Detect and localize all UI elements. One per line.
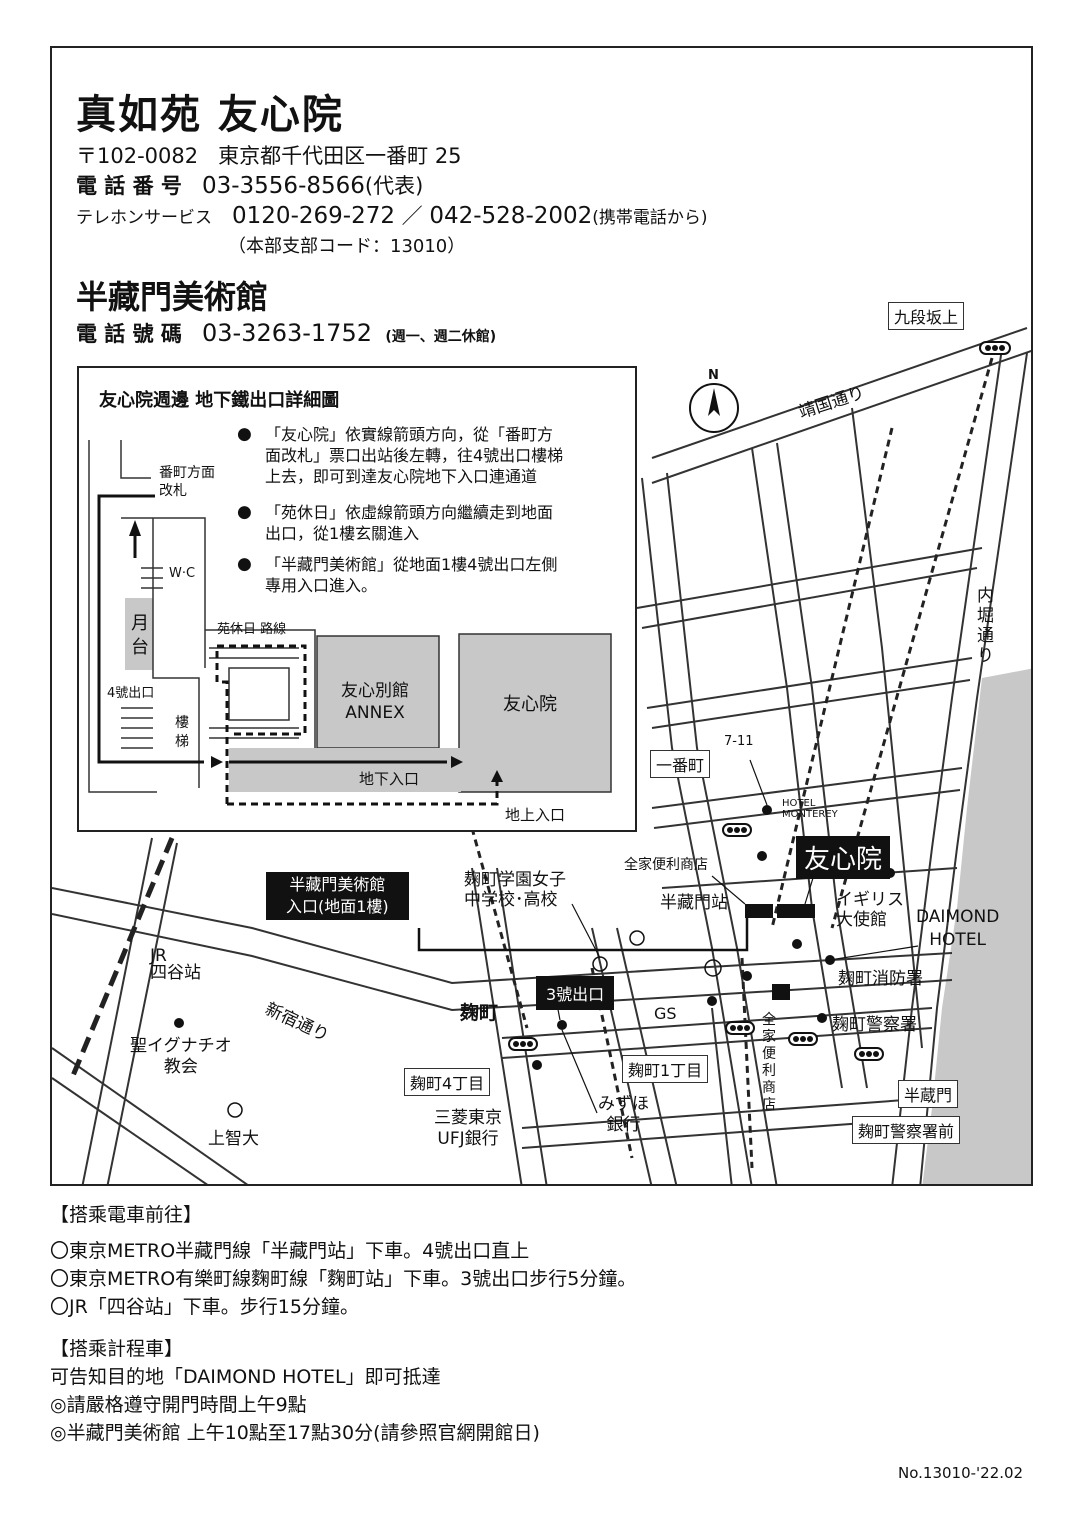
road-uchibori — [891, 347, 1003, 1184]
phone-number: 03-3556-8566 — [201, 173, 365, 199]
inset-label-gate: 番町方面改札 — [159, 465, 215, 499]
tel-service-label: テレホンサービス — [76, 208, 212, 228]
place-kojimachi-station: 麹町 — [460, 1002, 499, 1024]
place-hanzomon-station: 半藏門站 — [660, 893, 728, 913]
inset-title: 友心院週邊 地下鐵出口詳細圖 — [99, 390, 340, 411]
station-label-kudanshita: 九段坂上 — [888, 302, 965, 330]
museum-route — [417, 906, 749, 952]
place-family-mart-2: 全家 便利 商店 — [762, 1012, 776, 1113]
place-uk-embassy: イギリス大使館 — [836, 890, 904, 930]
road-shinjuku — [52, 887, 953, 985]
street-map — [52, 327, 1031, 1184]
place-fire-station: 麹町消防署 — [838, 969, 923, 989]
inset-diagram — [88, 440, 612, 806]
road-yasukuni — [651, 327, 1028, 459]
postal-code: 〒102-0082 — [76, 144, 199, 168]
imperial-moat — [922, 668, 1031, 1184]
museum-phone: 03-3263-1752 — [201, 319, 372, 347]
place-7-11: 7-11 — [724, 734, 754, 749]
train-line-2: 〇東京METRO有樂町線麴町線「麴町站」下車。3號出口步行5分鐘。 — [50, 1268, 637, 1290]
tel-service-row: テレホンサービス 0120-269-272 ／ 042-528-2002(携帯電… — [76, 200, 708, 230]
place-museum-entrance: 半藏門美術館入口(地面1樓) — [266, 872, 409, 920]
tel-service-2: 042-528-2002 — [429, 203, 593, 229]
museum-phone-label: 電 話 號 碼 — [76, 322, 182, 346]
train-line-3: 〇JR「四谷站」下車。步行15分鐘。 — [50, 1296, 359, 1318]
place-ignatius-church: 聖イグナチオ教会 — [130, 1036, 232, 1077]
address: 東京都千代田区一番町 25 — [218, 144, 462, 168]
road-uchibori-2 — [919, 352, 1028, 1184]
road-label-uchibori: 内堀通り — [977, 586, 994, 666]
phone-label: 電 話 番 号 — [76, 174, 182, 198]
tel-service-note: (携帯電話から) — [592, 208, 708, 228]
inset-label-underground-entrance: 地下入口 — [359, 770, 420, 788]
subway-exit-detail-inset: 友心院週邊 地下鐵出口詳細圖 「友心院」依實線箭頭方向，從「番町方面改札」票口出… — [77, 366, 637, 832]
inset-bullet-1: 「友心院」依實線箭頭方向，從「番町方面改札」票口出站後左轉，往4號出口樓梯上去，… — [237, 424, 563, 487]
train-title: 【搭乘電車前往】 — [50, 1204, 203, 1226]
taxi-title: 【搭乘計程車】 — [50, 1338, 184, 1360]
museum-phone-row: 電 話 號 碼 03-3263-1752 (週一、週二休館) — [76, 318, 496, 348]
museum-title: 半藏門美術館 — [76, 278, 269, 316]
inset-label-exit4: 4號出口 — [107, 682, 155, 701]
place-gas-station: GS — [654, 1004, 677, 1023]
place-police-station: 麹町警察署 — [832, 1015, 917, 1035]
inset-label-ground-entrance: 地上入口 — [505, 806, 566, 824]
tel-service-1: 0120-269-272 — [232, 203, 395, 229]
inset-label-wc: W·C — [169, 566, 196, 581]
station-label-hanzomon: 半蔵門 — [898, 1080, 959, 1108]
train-line-1: 〇東京METRO半藏門線「半藏門站」下車。4號出口直上 — [50, 1240, 530, 1262]
place-family-mart-1: 全家便利商店 — [624, 857, 708, 873]
place-yushinin: 友心院 — [796, 836, 891, 879]
inset-label-platform: 月台 — [131, 613, 149, 658]
station-label-ichibancho: 一番町 — [650, 750, 711, 778]
place-sophia-univ: 上智大 — [208, 1129, 259, 1149]
station-label-police-mae: 麹町警察署前 — [852, 1116, 961, 1144]
taxi-line-3: ◎半藏門美術館 上午10點至17點30分(請參照官網開館日) — [50, 1422, 540, 1444]
phone-row: 電 話 番 号 03-3556-8566(代表) — [76, 170, 423, 200]
place-school: 麹町学園女子中学校･高校 — [464, 870, 566, 910]
inset-label-holiday-route: 苑休日 路線 — [217, 622, 287, 637]
museum-phone-note: (週一、週二休館) — [385, 329, 497, 345]
address-row: 〒102-0082 東京都千代田区一番町 25 — [76, 140, 462, 170]
place-mizuho-bank: みずほ銀行 — [598, 1094, 649, 1135]
north-compass — [689, 383, 739, 433]
station-label-kojimachi4: 麹町4丁目 — [404, 1068, 491, 1096]
road-yasukuni-2 — [651, 349, 1031, 484]
jr-railway — [69, 837, 175, 1079]
document-number: No.13010-'22.02 — [898, 1464, 1024, 1482]
map-frame: N 靖国通り 内堀通り 新宿通り 九段坂上 一番町 麹町4丁目 麹町1丁目 半蔵… — [50, 46, 1033, 1186]
taxi-line-1: 可告知目的地「DAIMOND HOTEL」即可抵達 — [50, 1366, 441, 1388]
branch-code: （本部支部コード：13010） — [228, 236, 466, 257]
place-exit-3: 3號出口 — [536, 976, 615, 1010]
tel-service-sep: ／ — [401, 204, 423, 228]
page-title: 真如苑 友心院 — [76, 92, 344, 138]
phone-note: (代表) — [364, 174, 424, 198]
station-label-kojimachi1: 麹町1丁目 — [622, 1055, 709, 1083]
inset-label-yushinin: 友心院 — [503, 694, 557, 715]
compass-label: N — [708, 368, 719, 383]
inset-label-stairs: 樓梯 — [175, 715, 189, 750]
taxi-line-2: ◎請嚴格遵守開門時間上午9點 — [50, 1394, 307, 1416]
